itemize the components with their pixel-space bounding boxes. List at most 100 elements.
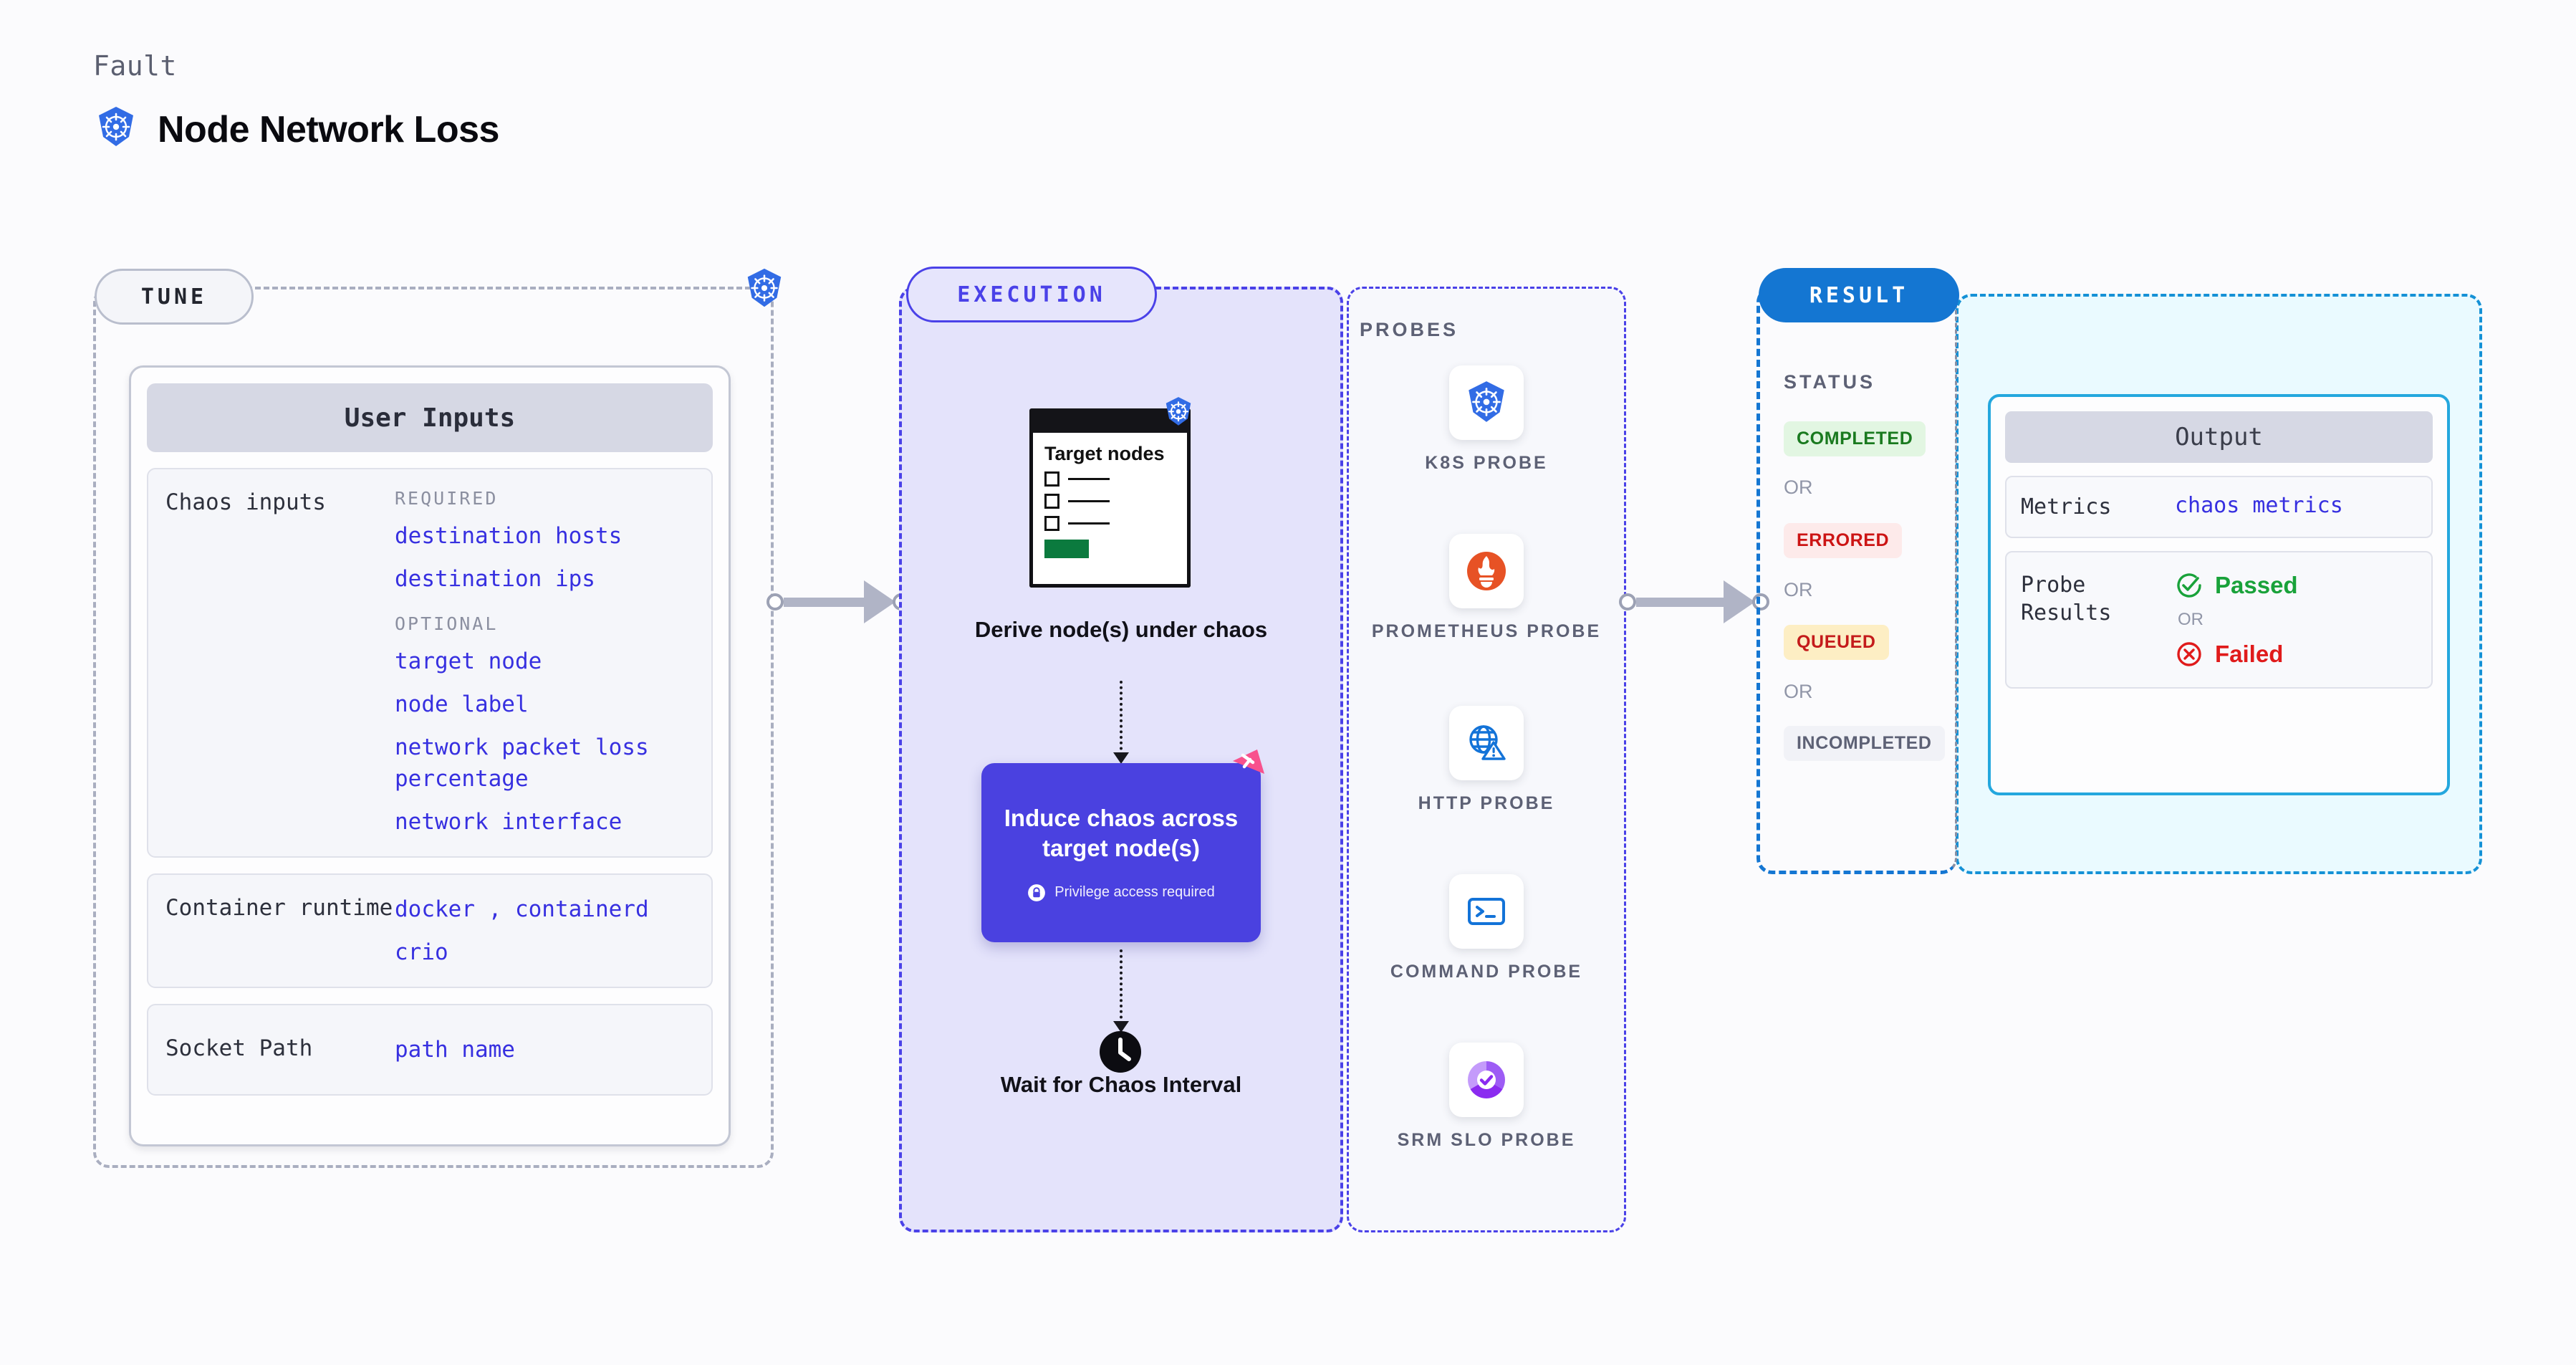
socket-path-value[interactable]: path name xyxy=(395,1037,515,1063)
or-text: OR xyxy=(1784,681,1813,702)
execution-badge[interactable]: EXECUTION xyxy=(906,267,1157,322)
probe-http[interactable]: HTTP PROBE xyxy=(1347,706,1626,815)
probe-name: SRM SLO PROBE xyxy=(1397,1130,1576,1150)
chaos-inputs-row: Chaos inputs REQUIRED destination hosts … xyxy=(147,468,713,858)
container-runtime-row: Container runtime docker , containerd cr… xyxy=(147,873,713,989)
probe-result-failed: Failed xyxy=(2175,640,2298,669)
list-line xyxy=(1068,478,1110,481)
checkbox-icon[interactable] xyxy=(1044,516,1059,532)
lock-icon xyxy=(1027,883,1046,902)
kubernetes-icon xyxy=(742,267,787,315)
or-text: OR xyxy=(1784,579,1813,600)
connector-dot xyxy=(766,593,784,610)
checkbox-icon[interactable] xyxy=(1044,494,1059,509)
probe-command[interactable]: COMMAND PROBE xyxy=(1347,874,1626,984)
probe-srm-slo[interactable]: SRM SLO PROBE xyxy=(1347,1043,1626,1152)
probe-result-passed: Passed xyxy=(2175,571,2298,600)
tune-panel xyxy=(93,287,774,1168)
terminal-icon xyxy=(1449,874,1524,949)
probe-name: HTTP PROBE xyxy=(1418,793,1555,813)
kubernetes-icon xyxy=(93,105,139,154)
status-badge-incompleted: INCOMPLETED xyxy=(1784,726,1945,761)
target-nodes-window: Target nodes xyxy=(1029,408,1191,588)
flow-arrow xyxy=(1113,949,1129,1033)
induce-chaos-caption: Induce chaos across target node(s) xyxy=(1004,805,1239,861)
chaos-inputs-label: Chaos inputs xyxy=(165,489,326,515)
result-badge[interactable]: RESULT xyxy=(1759,268,1959,322)
input-network-packet-loss-percentage[interactable]: network packet loss percentage xyxy=(395,734,649,792)
probe-name: K8S PROBE xyxy=(1425,453,1548,473)
check-circle-icon xyxy=(2175,571,2203,600)
target-nodes-title: Target nodes xyxy=(1044,443,1165,464)
kubernetes-icon xyxy=(1449,365,1524,440)
connector-line xyxy=(784,597,864,607)
socket-path-label: Socket Path xyxy=(165,1035,313,1062)
input-destination-ips[interactable]: destination ips xyxy=(395,566,595,593)
node-list-item[interactable] xyxy=(1044,494,1176,509)
checkbox-icon[interactable] xyxy=(1044,471,1059,487)
clock-icon xyxy=(1098,1030,1143,1078)
status-label: STATUS xyxy=(1784,371,1875,393)
input-node-label[interactable]: node label xyxy=(395,691,529,718)
connector-dot xyxy=(1619,593,1636,610)
confirm-button[interactable] xyxy=(1044,540,1089,559)
prometheus-icon xyxy=(1449,534,1524,608)
probe-name: COMMAND PROBE xyxy=(1390,962,1583,982)
connector-arrowhead xyxy=(864,580,895,623)
list-line xyxy=(1068,522,1110,525)
window-titlebar xyxy=(1029,408,1191,433)
input-network-interface[interactable]: network interface xyxy=(395,809,623,835)
tune-badge[interactable]: TUNE xyxy=(95,269,254,325)
connector-tune-to-execution xyxy=(766,580,910,623)
metrics-label: Metrics xyxy=(2021,494,2112,519)
or-text: OR xyxy=(1784,476,1813,498)
connector-line xyxy=(1636,597,1724,607)
derive-nodes-caption: Derive node(s) under chaos xyxy=(974,617,1268,642)
probe-results-label: Probe Results xyxy=(2021,573,2112,626)
page-header: Fault Node Network Loss xyxy=(93,50,499,154)
privilege-note: Privilege access required xyxy=(1027,883,1215,902)
socket-path-row: Socket Path path name xyxy=(147,1004,713,1096)
probe-k8s[interactable]: K8S PROBE xyxy=(1347,365,1626,475)
http-globe-icon xyxy=(1449,706,1524,780)
input-destination-hosts[interactable]: destination hosts xyxy=(395,523,623,549)
connector-arrowhead xyxy=(1724,580,1755,623)
connector-dot xyxy=(1752,593,1769,610)
flow-arrow xyxy=(1113,681,1129,764)
passed-text: Passed xyxy=(2215,572,2298,598)
kubernetes-icon xyxy=(1162,396,1195,432)
probes-label: PROBES xyxy=(1360,319,1459,340)
status-badge-errored: ERRORED xyxy=(1784,523,1903,558)
status-badge-queued: QUEUED xyxy=(1784,625,1889,660)
user-inputs-title: User Inputs xyxy=(147,383,713,452)
slo-donut-icon xyxy=(1449,1043,1524,1117)
connector-execution-to-result xyxy=(1619,580,1769,623)
runtime-docker-containerd[interactable]: docker , containerd xyxy=(395,896,649,923)
page-title: Node Network Loss xyxy=(158,108,499,150)
privilege-note-text: Privilege access required xyxy=(1054,884,1215,901)
metrics-value[interactable]: chaos metrics xyxy=(2175,493,2343,518)
wait-interval-caption: Wait for Chaos Interval xyxy=(1000,1072,1242,1097)
required-tag: REQUIRED xyxy=(395,488,499,509)
probe-name: PROMETHEUS PROBE xyxy=(1371,621,1602,641)
or-text: OR xyxy=(2178,610,2203,629)
fault-label: Fault xyxy=(93,50,177,82)
x-circle-icon xyxy=(2175,640,2203,669)
metrics-row: Metrics chaos metrics xyxy=(2005,476,2433,538)
input-target-node[interactable]: target node xyxy=(395,648,542,675)
user-inputs-card: User Inputs Chaos inputs REQUIRED destin… xyxy=(129,365,731,1146)
output-title: Output xyxy=(2005,411,2433,463)
litmus-icon xyxy=(1229,745,1270,790)
runtime-crio[interactable]: crio xyxy=(395,939,448,966)
list-line xyxy=(1068,500,1110,503)
probe-results-row: Probe Results Passed OR xyxy=(2005,551,2433,689)
failed-text: Failed xyxy=(2215,641,2284,667)
optional-tag: OPTIONAL xyxy=(395,613,499,635)
node-list-item[interactable] xyxy=(1044,516,1176,532)
status-badge-completed: COMPLETED xyxy=(1784,421,1926,456)
title-row: Node Network Loss xyxy=(93,105,499,154)
output-card: Output Metrics chaos metrics Probe Resul… xyxy=(1988,394,2450,795)
node-list-item[interactable] xyxy=(1044,471,1176,487)
probe-prometheus[interactable]: PROMETHEUS PROBE xyxy=(1347,534,1626,643)
induce-chaos-card[interactable]: Induce chaos across target node(s) Privi… xyxy=(981,763,1261,942)
